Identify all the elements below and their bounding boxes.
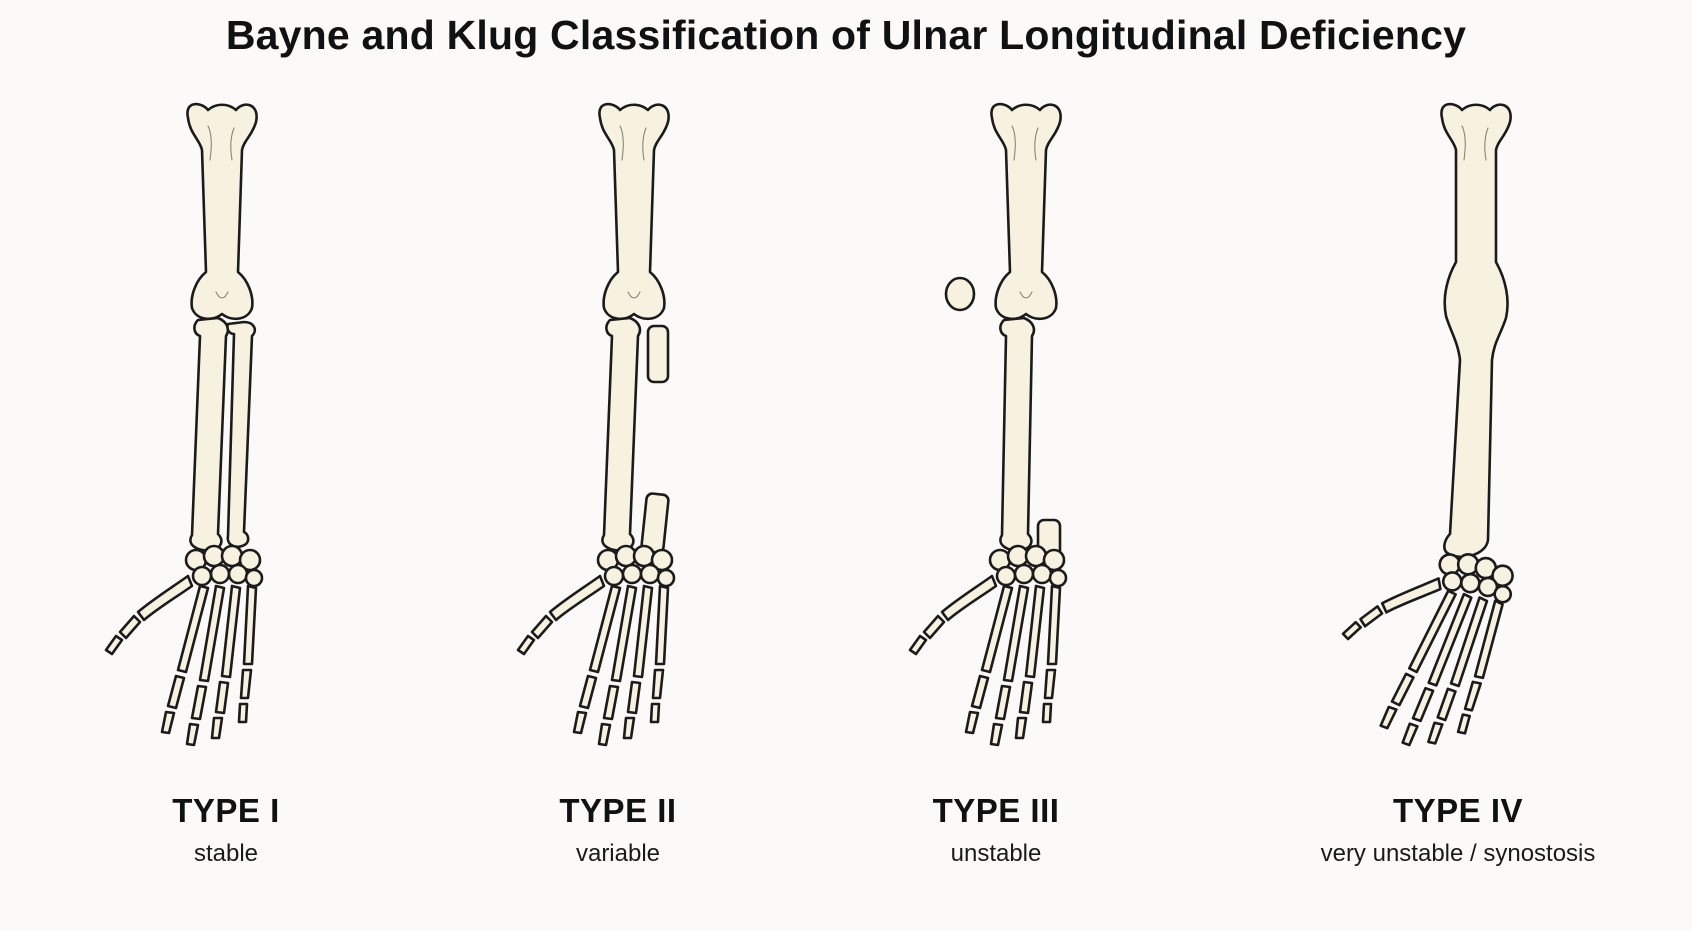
type-2-description: variable bbox=[575, 840, 661, 867]
type-2-label: TYPE II variable bbox=[418, 792, 818, 868]
type-1-skeleton bbox=[104, 102, 264, 747]
type-2-skeleton bbox=[516, 102, 676, 747]
type-3-description: unstable bbox=[950, 840, 1042, 867]
type-2-title: TYPE II bbox=[559, 792, 677, 829]
type-4-skeleton bbox=[1321, 102, 1519, 761]
type-3-title: TYPE III bbox=[932, 792, 1060, 829]
type-3-label: TYPE III unstable bbox=[796, 792, 1196, 868]
page-title: Bayne and Klug Classification of Ulnar L… bbox=[225, 12, 1467, 58]
type-3-skeleton bbox=[908, 102, 1068, 747]
type-4-description: very unstable / synostosis bbox=[1320, 840, 1596, 867]
type-4-title: TYPE IV bbox=[1392, 792, 1524, 829]
type-1-title: TYPE I bbox=[172, 792, 280, 829]
type-1-label: TYPE I stable bbox=[26, 792, 426, 868]
type-4-label: TYPE IV very unstable / synostosis bbox=[1258, 792, 1658, 868]
type-1-description: stable bbox=[193, 840, 259, 867]
